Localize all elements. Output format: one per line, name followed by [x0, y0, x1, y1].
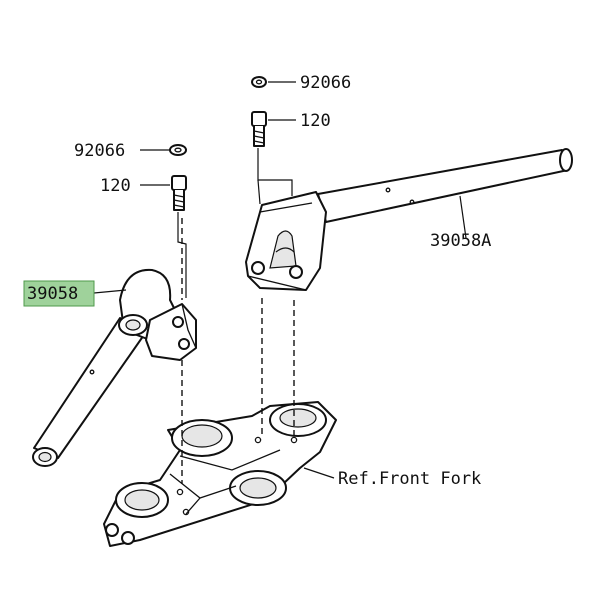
label-part-left[interactable]: 39058 — [27, 284, 78, 304]
washer-top[interactable] — [251, 76, 267, 88]
washer-left[interactable] — [169, 144, 187, 156]
label-ref-front-fork[interactable]: Ref.Front Fork — [338, 469, 481, 489]
label-bolt-top[interactable]: 120 — [300, 111, 331, 131]
top-bridge[interactable] — [103, 401, 337, 547]
part-left-highlight — [23, 280, 95, 307]
bolt-left[interactable] — [171, 175, 187, 211]
leader-lines — [93, 81, 467, 479]
label-washer-left[interactable]: 92066 — [74, 141, 125, 161]
handlebar-right[interactable] — [245, 148, 573, 291]
center-lines — [181, 218, 295, 484]
label-bolt-left[interactable]: 120 — [100, 176, 131, 196]
bolt-top[interactable] — [251, 111, 267, 147]
label-washer-top[interactable]: 92066 — [300, 73, 351, 93]
handlebar-left[interactable] — [32, 268, 197, 467]
label-part-right[interactable]: 39058A — [430, 231, 491, 251]
